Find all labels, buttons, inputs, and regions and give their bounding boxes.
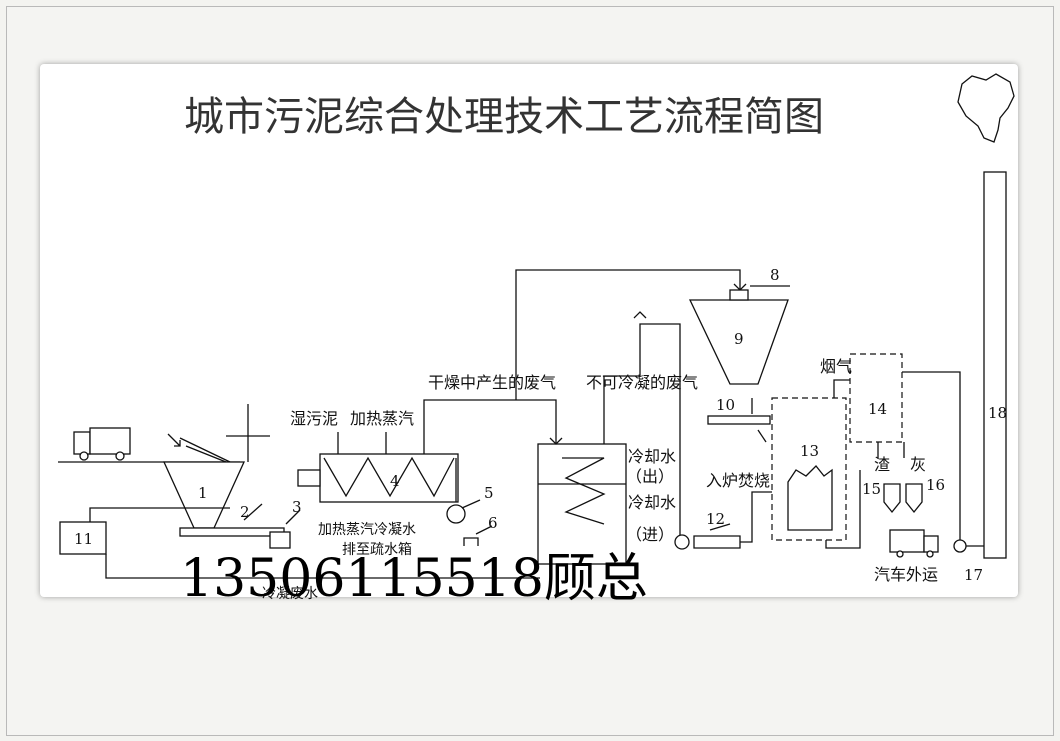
- silo-16: [905, 483, 923, 514]
- in-paren-label: （进）: [626, 525, 674, 544]
- transport-truck-icon: [889, 529, 939, 558]
- dry-waste-gas-label: 干燥中产生的废气: [428, 373, 556, 392]
- condensate-water-label: 冷凝废水: [262, 586, 318, 602]
- pump-3: [269, 531, 291, 549]
- label-18: 18: [988, 404, 1007, 422]
- label-3: 3: [292, 498, 302, 516]
- flue-gas-label: 烟气: [820, 357, 852, 376]
- dryer-motor: [297, 469, 321, 487]
- top-gas-line: [515, 269, 741, 400]
- ash-label: 灰: [910, 455, 926, 474]
- slag-label: 渣: [874, 455, 890, 474]
- wet-sludge-label: 湿污泥: [290, 409, 338, 428]
- grab-conveyor: [179, 437, 231, 463]
- silo-15: [883, 483, 901, 514]
- label-9: 9: [734, 330, 744, 348]
- label-5: 5: [484, 484, 494, 502]
- furnace-13: [771, 397, 847, 541]
- noncondensable-label: 不可冷凝的废气: [586, 373, 698, 392]
- box-11: [59, 521, 107, 555]
- waste-gas-line: [423, 399, 557, 444]
- flue-gas-line: [833, 379, 850, 398]
- screw-conveyor: [179, 527, 285, 537]
- label-11: 11: [74, 530, 93, 548]
- label-10: 10: [716, 396, 735, 414]
- truck-icon: [73, 427, 131, 461]
- screw-10: [707, 415, 771, 425]
- label-13: 13: [800, 442, 819, 460]
- heating-steam-label: 加热蒸汽: [350, 409, 414, 428]
- label-17: 17: [964, 566, 983, 584]
- condensate-label-2: 排至疏水箱: [342, 542, 412, 558]
- cooling-out-label: 冷却水: [628, 447, 676, 466]
- label-4: 4: [390, 472, 400, 490]
- cooling-in-label: 冷却水: [628, 493, 676, 512]
- label-1: 1: [198, 484, 208, 502]
- valve-6: [463, 537, 479, 546]
- label-12: 12: [706, 510, 725, 528]
- fan-17: [953, 539, 967, 553]
- label-6: 6: [488, 514, 498, 532]
- hopper-9: [688, 299, 789, 385]
- label-15: 15: [862, 480, 881, 498]
- box-14: [849, 353, 903, 443]
- logo-icon: [957, 73, 1015, 143]
- out-paren-label: （出）: [626, 467, 674, 486]
- chimney: [983, 171, 1007, 559]
- contact-watermark: 13506115518顾总: [180, 549, 648, 609]
- label-8: 8: [770, 266, 780, 284]
- pump-12-inlet: [674, 534, 690, 550]
- label-14: 14: [868, 400, 887, 418]
- label-16: 16: [926, 476, 945, 494]
- label-2: 2: [240, 503, 250, 521]
- to-furnace-label: 入炉焚烧: [706, 471, 770, 490]
- return-line: [105, 554, 540, 579]
- condensate-label-1: 加热蒸汽冷凝水: [318, 522, 416, 538]
- fan-5: [446, 504, 466, 524]
- diagram-title: 城市污泥综合处理技术工艺流程简图: [184, 94, 824, 140]
- truck-transport-label: 汽车外运: [874, 565, 938, 584]
- arrow-icon: [167, 433, 181, 447]
- noncondensable-line: [603, 323, 681, 536]
- pump-12: [693, 535, 741, 549]
